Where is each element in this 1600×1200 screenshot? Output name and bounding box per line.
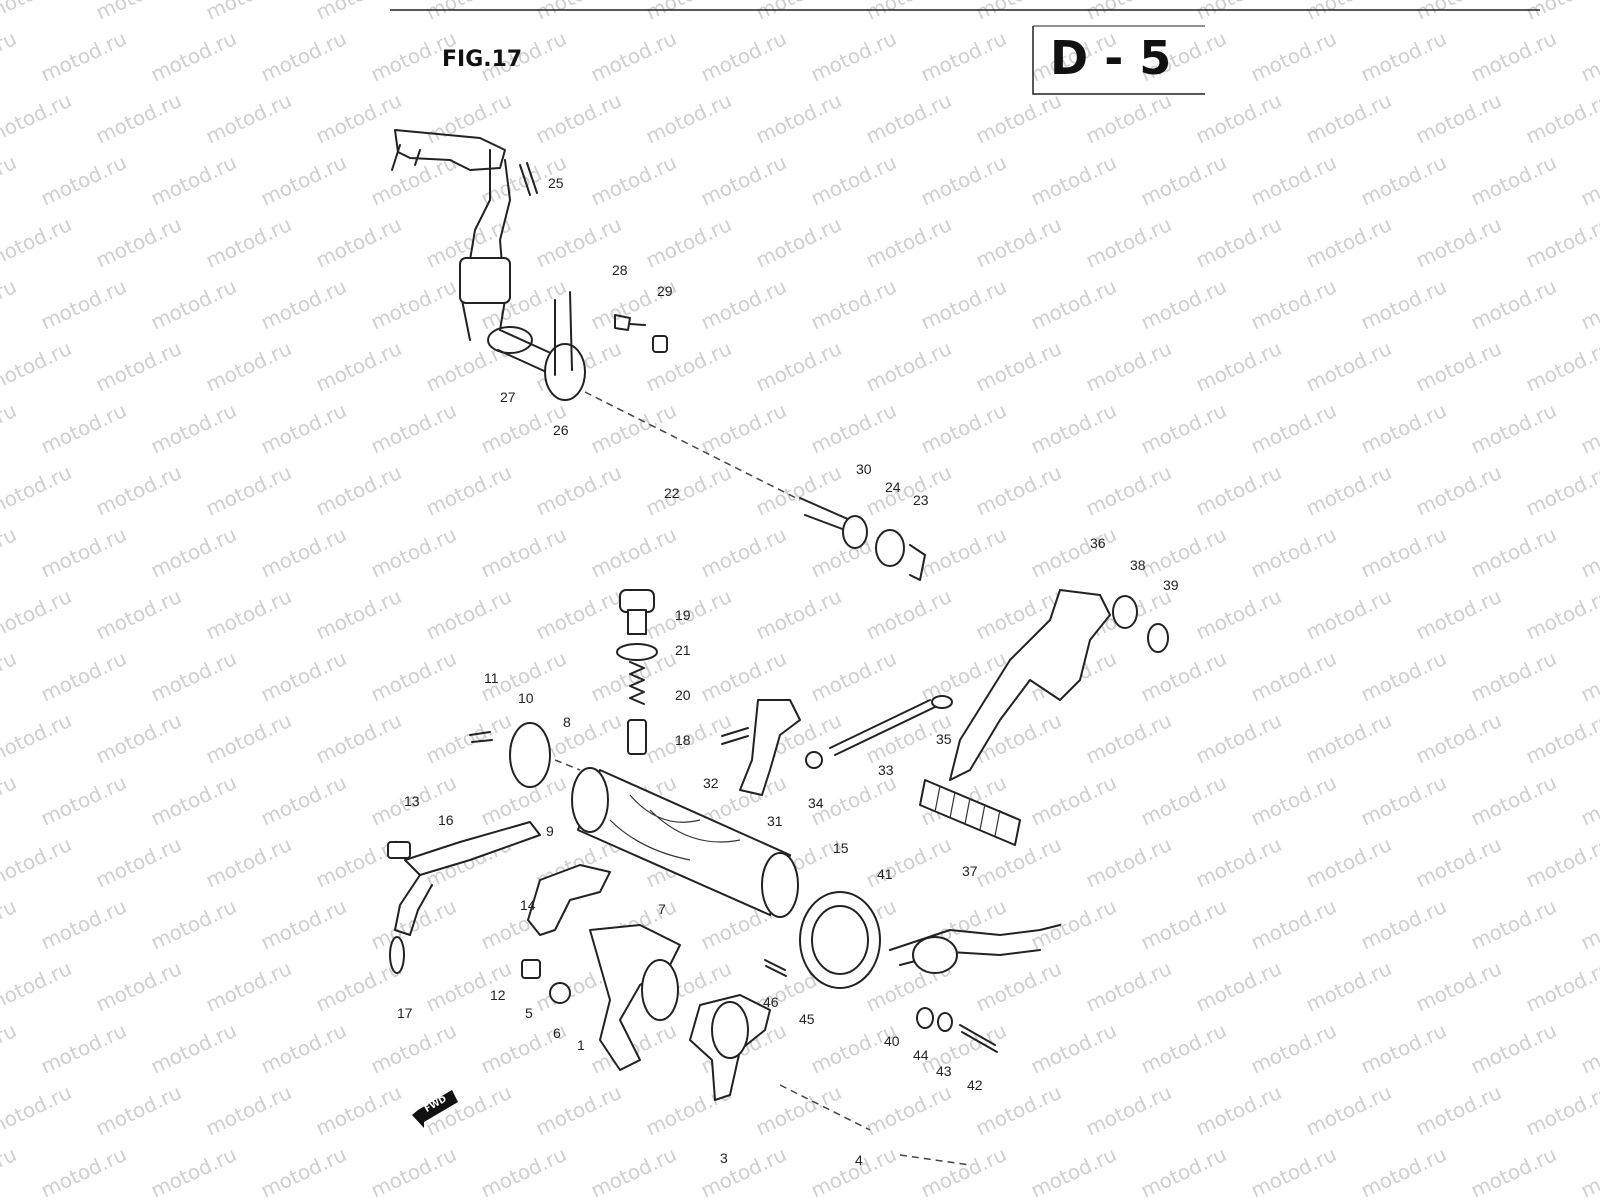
callout-21: 21: [675, 642, 691, 658]
callout-22: 22: [664, 485, 680, 501]
cam-guide-parts: [916, 1007, 998, 1053]
gearshift-forks: [387, 821, 971, 1166]
callout-6: 6: [553, 1025, 561, 1041]
callout-46: 46: [763, 994, 779, 1010]
callout-40: 40: [884, 1033, 900, 1049]
callout-39: 39: [1163, 577, 1179, 593]
callout-37: 37: [962, 863, 978, 879]
callout-3: 3: [720, 1150, 728, 1166]
callout-35: 35: [936, 731, 952, 747]
callout-7: 7: [658, 901, 666, 917]
callout-16: 16: [438, 812, 454, 828]
callout-20: 20: [675, 687, 691, 703]
callout-34: 34: [808, 795, 824, 811]
callout-10: 10: [518, 690, 534, 706]
callout-8: 8: [563, 714, 571, 730]
page-code-box: [1032, 26, 1205, 95]
callout-25: 25: [548, 175, 564, 191]
callout-17: 17: [397, 1005, 413, 1021]
gearshift-shaft-assembly: [391, 129, 926, 581]
gearshift-lever-assembly: [721, 589, 1169, 846]
gearshift-cam-drum: [469, 722, 1061, 989]
callout-23: 23: [913, 492, 929, 508]
callout-30: 30: [856, 461, 872, 477]
callout-28: 28: [612, 262, 628, 278]
callout-42: 42: [967, 1077, 983, 1093]
cam-stopper-assembly: [616, 589, 658, 755]
callout-13: 13: [404, 793, 420, 809]
callout-36: 36: [1090, 535, 1106, 551]
callout-29: 29: [657, 283, 673, 299]
callout-11: 11: [484, 670, 499, 686]
figure-label: FIG.17: [442, 47, 522, 72]
callout-33: 33: [878, 762, 894, 778]
callout-labels: 2528292726223024233638391921201811108323…: [397, 175, 1179, 1168]
callout-4: 4: [855, 1152, 863, 1168]
callout-43: 43: [936, 1063, 952, 1079]
callout-14: 14: [520, 897, 536, 913]
callout-45: 45: [799, 1011, 815, 1027]
callout-15: 15: [833, 840, 849, 856]
callout-12: 12: [490, 987, 506, 1003]
callout-27: 27: [500, 389, 516, 405]
callout-41: 41: [877, 866, 893, 882]
callout-9: 9: [546, 823, 554, 839]
page-code: D - 5: [1050, 31, 1171, 85]
forward-direction-marker: FWD: [412, 1090, 458, 1128]
callout-26: 26: [553, 422, 569, 438]
callout-19: 19: [675, 607, 691, 623]
callout-38: 38: [1130, 557, 1146, 573]
callout-31: 31: [767, 813, 783, 829]
callout-32: 32: [703, 775, 719, 791]
callout-24: 24: [885, 479, 901, 495]
callout-18: 18: [675, 732, 691, 748]
callout-5: 5: [525, 1005, 533, 1021]
callout-44: 44: [913, 1047, 929, 1063]
callout-1: 1: [577, 1037, 585, 1053]
